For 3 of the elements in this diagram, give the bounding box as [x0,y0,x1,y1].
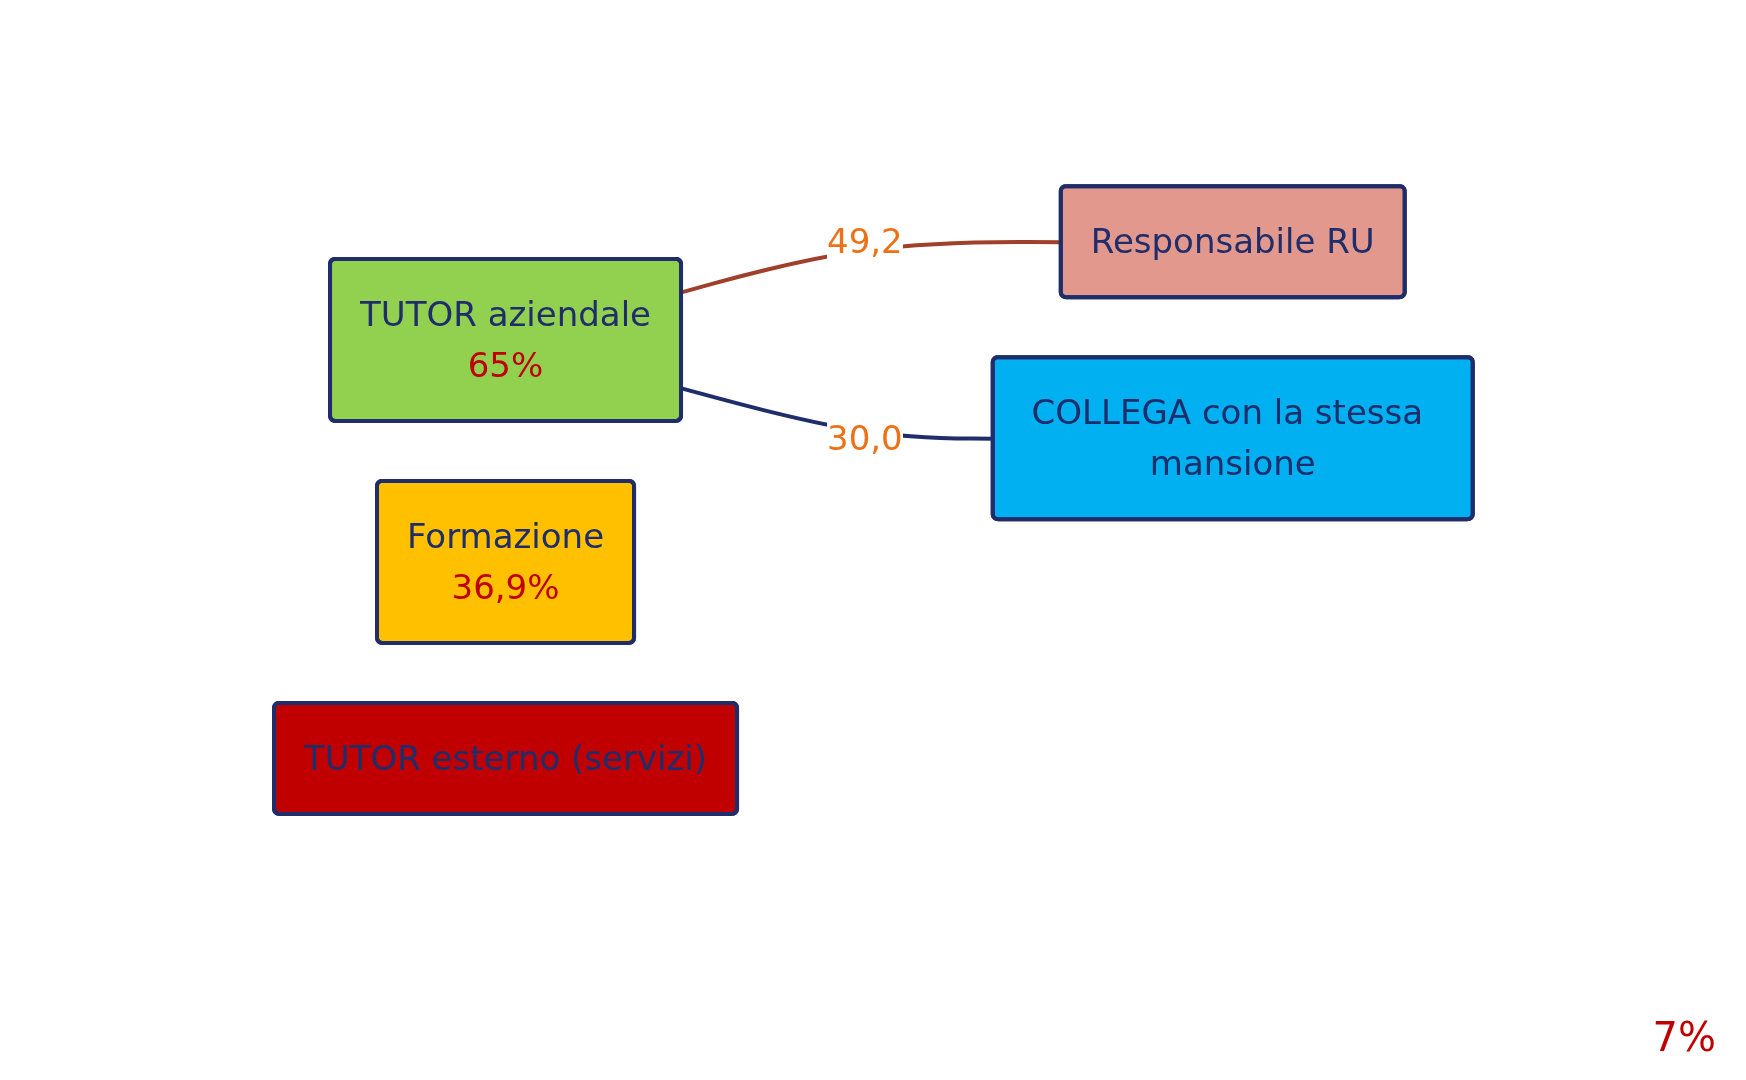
edge-label: 30,0 [826,417,903,458]
edge-label: 49,2 [826,221,903,262]
note-text: 7% [1652,1014,1716,1060]
